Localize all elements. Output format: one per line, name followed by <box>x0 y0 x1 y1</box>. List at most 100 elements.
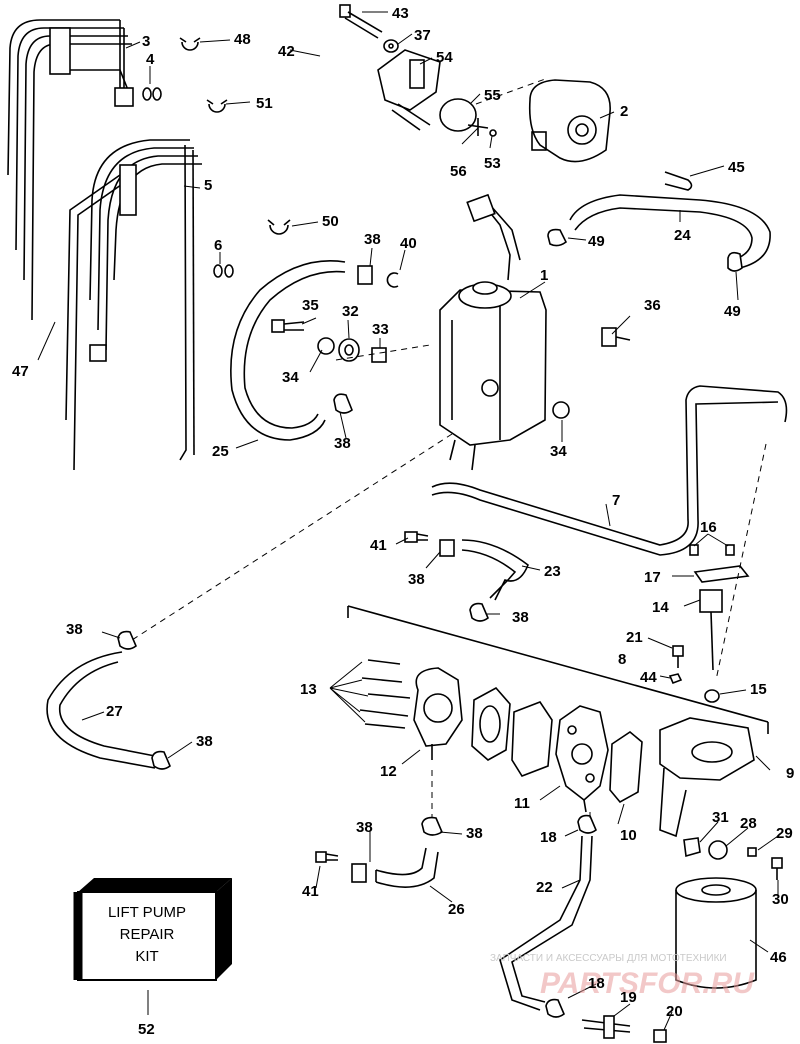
watermark: ЗАПЧАСТИ И АКСЕССУАРЫ ДЛЯ МОТОТЕХНИКИ PA… <box>490 953 755 1000</box>
callout-24: 24 <box>674 227 691 244</box>
callout-27: 27 <box>106 703 123 720</box>
callout-31: 31 <box>712 809 729 826</box>
plug-20 <box>653 1029 667 1043</box>
screws-16 <box>689 544 735 556</box>
callout-9: 9 <box>786 765 794 782</box>
hose-25 <box>230 260 346 441</box>
plug-53 <box>489 129 497 137</box>
nut-44 <box>668 673 683 685</box>
callout-49b: 49 <box>724 303 741 320</box>
assembly-bracket-line-8 <box>347 605 769 723</box>
callout-17: 17 <box>644 569 661 586</box>
washer-37 <box>383 39 399 53</box>
watermark-small-text: ЗАПЧАСТИ И АКСЕССУАРЫ ДЛЯ МОТОТЕХНИКИ <box>490 953 727 964</box>
clamp-48 <box>179 37 201 51</box>
fuel-line-7 <box>431 385 788 556</box>
callout-40: 40 <box>400 235 417 252</box>
callout-37: 37 <box>414 27 431 44</box>
callout-44: 44 <box>640 669 657 686</box>
callout-38-d: 38 <box>512 609 529 626</box>
watermark-brand: PARTSFOR.RU <box>540 967 755 1000</box>
kit-box-line1: LIFT PUMP <box>108 904 186 921</box>
washer-34b <box>552 401 570 419</box>
callout-41-upper: 41 <box>370 537 387 554</box>
clamp-51 <box>206 99 228 113</box>
callout-7: 7 <box>612 492 620 509</box>
bracket-9 <box>659 717 755 838</box>
callout-14: 14 <box>652 599 669 616</box>
callout-32: 32 <box>342 303 359 320</box>
washer-34a <box>317 337 335 355</box>
callout-38-g: 38 <box>356 819 373 836</box>
o-ring-55 <box>439 98 477 132</box>
bolt-35 <box>271 319 305 333</box>
clamp-38-upper <box>357 265 373 285</box>
screw-30 <box>771 857 783 880</box>
clamp-18-lower <box>545 998 565 1018</box>
callout-18-upper: 18 <box>540 829 557 846</box>
clamp-50 <box>267 219 291 235</box>
callout-35: 35 <box>302 297 319 314</box>
fitting-54 <box>377 49 441 131</box>
clamp-38-lower-right <box>421 816 444 836</box>
callout-6: 6 <box>214 237 222 254</box>
callout-56: 56 <box>450 163 467 180</box>
callout-46: 46 <box>770 949 787 966</box>
hose-27 <box>46 651 156 769</box>
screw-43 <box>339 4 383 39</box>
callout-13: 13 <box>300 681 317 698</box>
callout-30: 30 <box>772 891 789 908</box>
callout-48: 48 <box>234 31 251 48</box>
callout-54: 54 <box>436 49 453 66</box>
callout-52: 52 <box>138 1021 155 1038</box>
callout-55: 55 <box>484 87 501 104</box>
callout-38-a: 38 <box>364 231 381 248</box>
clamp-38-hose23a <box>439 539 455 557</box>
fitting-19 <box>581 1015 631 1039</box>
bolt-41-lower <box>315 851 339 863</box>
gasket-a <box>471 686 511 761</box>
callout-47: 47 <box>12 363 29 380</box>
callout-45: 45 <box>728 159 745 176</box>
clip-40 <box>386 272 399 288</box>
fuel-line-22 <box>499 835 593 1011</box>
diaphragm <box>511 701 553 777</box>
callout-21: 21 <box>626 629 643 646</box>
oil-filter-46 <box>675 877 757 989</box>
callout-28: 28 <box>740 815 757 832</box>
washer-15 <box>704 689 720 703</box>
callout-18-lower: 18 <box>588 975 605 992</box>
callout-labels: 1 2 3 4 5 7 6 8 9 10 11 12 13 14 15 16 1… <box>12 5 794 1038</box>
gasket-17 <box>693 565 750 583</box>
callout-36: 36 <box>644 297 661 314</box>
callout-50: 50 <box>322 213 339 230</box>
callout-51: 51 <box>256 95 273 112</box>
callout-33: 33 <box>372 321 389 338</box>
callout-8: 8 <box>618 651 626 668</box>
clamp-38-hose27a <box>117 630 137 650</box>
fitting-56 <box>467 118 489 136</box>
fuel-line-bundle-upper <box>7 19 134 321</box>
screw-21 <box>672 645 684 668</box>
pump-cover-12 <box>413 667 463 760</box>
hose-23 <box>461 539 529 601</box>
callout-2: 2 <box>620 103 628 120</box>
grommet-28 <box>708 840 728 860</box>
callout-4: 4 <box>146 51 155 68</box>
clamp-38-hose26 <box>351 863 367 883</box>
sensor-14 <box>699 589 723 671</box>
callout-34a: 34 <box>282 369 299 386</box>
callout-11: 11 <box>514 795 530 812</box>
assembly-bracket-ticks <box>347 606 769 734</box>
callout-12: 12 <box>380 763 397 780</box>
clamp-38-hose27b <box>151 750 171 770</box>
kit-box-line2: REPAIR <box>120 926 175 943</box>
pump-body-11 <box>555 705 609 813</box>
o-rings-6 <box>213 264 234 278</box>
callout-16: 16 <box>700 519 717 536</box>
screw-29 <box>747 847 757 857</box>
callout-22: 22 <box>536 879 553 896</box>
callout-38-h: 38 <box>466 825 483 842</box>
